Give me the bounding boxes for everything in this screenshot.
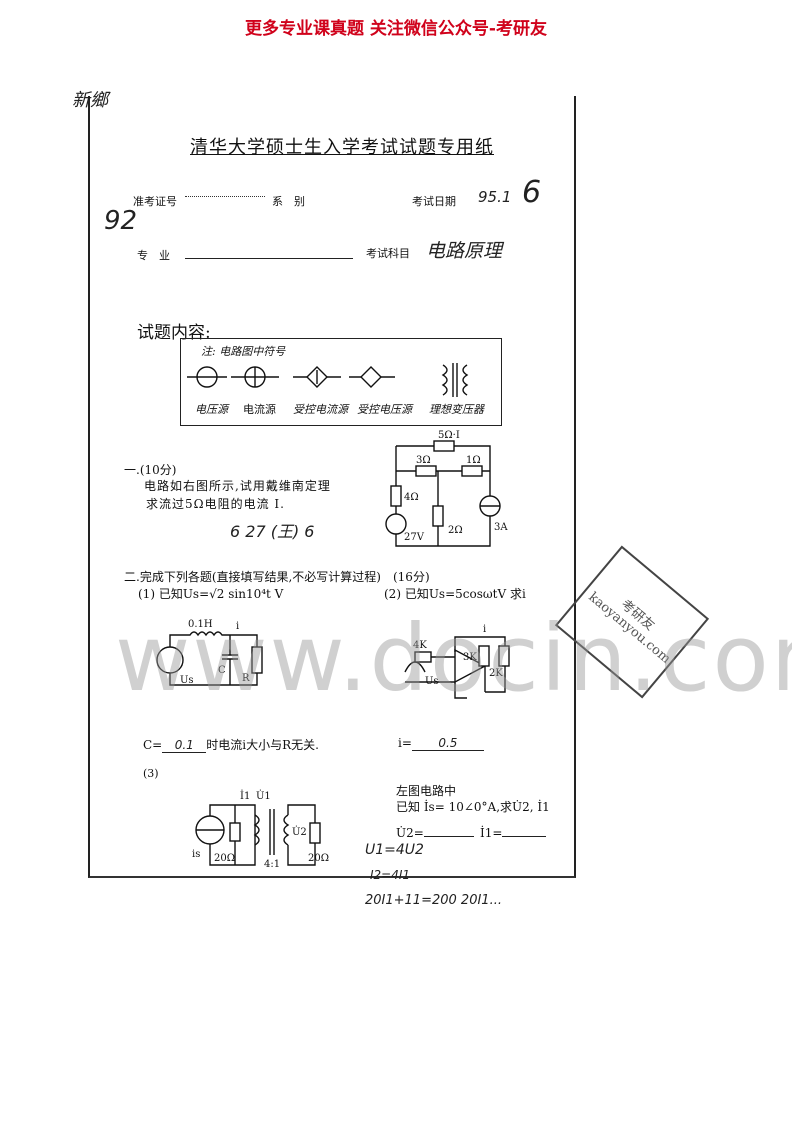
label-2ohm: 2Ω [448,525,463,536]
legend-item-controlled-voltage-source: 受控电压源 [357,403,412,416]
label-0.1h: 0.1H [188,619,213,630]
label-i1: İ1 [240,790,250,802]
answer1-prefix: C= [143,738,163,752]
label-5ohm: 5Ω·I [438,430,460,441]
q3-handwritten-1: U1=4U2 [365,842,424,858]
label-4ohm: 4Ω [404,492,419,503]
answer1-suffix: 时电流i大小与R无关. [206,738,319,752]
handwritten-note: 新鄉 [72,90,108,111]
label-u2: U̇2 [292,826,307,838]
q3-circuit-diagram: is 20Ω 20Ω 4:1 İ1 U̇1 U̇2 [192,790,329,870]
q2-circuit1-diagram: 0.1H i C R Us [156,619,263,686]
u2-prefix: U̇2= [396,826,424,840]
label-3ohm: 3Ω [416,455,431,466]
answer1-blank: 0.1 [162,738,207,753]
date-value: 95.1 [478,188,512,206]
q1-text-line1: 电路如右图所示,试用戴维南定理 [144,479,331,493]
label-3k: 3K [463,652,477,663]
label-ratio: 4:1 [264,859,280,870]
u2-blank [423,836,474,837]
q2-part2: (2) 已知Us=5cosωtV 求i [384,587,526,601]
legend-item-voltage-source: 电压源 [195,403,228,416]
exam-id-field [185,196,265,197]
label-i: i [236,621,239,632]
q3-answer-i1: İ1= [480,826,547,840]
q2-heading: 二.完成下列各题(直接填写结果,不必写计算过程) (16分) [124,570,430,584]
subject-label: 考试科目 [366,247,410,260]
major-field [185,258,353,259]
dept-label: 系 别 [272,195,305,208]
label-27v: 27V [404,532,425,543]
score-handwritten: 92 [104,206,138,236]
legend-item-current-source: 电流源 [243,403,276,416]
q3-handwritten-3: 20I1+11=200 20I1... [365,893,502,908]
subject-value: 电路原理 [426,240,503,262]
answer2-blank: 0.5 [411,736,484,751]
answer2-prefix: i= [398,736,412,750]
symbol-legend: 注: 电路图中符号 电压源 电流源 受控电流源 受控电压源 理想变压器 [180,338,502,426]
q3-heading: (3) [143,767,159,780]
label-is: is [192,849,200,860]
page-number-handwritten: 6 [522,175,542,210]
q1-handwritten-notes: 6 27 (王) 6 [230,522,315,541]
q1-circuit-diagram: 5Ω·I 3Ω 1Ω 4Ω 2Ω 27V 3A [385,430,508,547]
date-label: 考试日期 [412,195,456,208]
label-2k: 2K [489,668,503,679]
label-20ohm-1: 20Ω [214,853,235,864]
label-c: C [218,665,226,676]
sheet-title: 清华大学硕士生入学考试试题专用纸 [190,137,494,158]
i1-blank [502,836,547,837]
q3-answer-u2: U̇2= [396,826,474,840]
label-u1: U̇1 [256,790,271,802]
legend-item-controlled-current-source: 受控电流源 [293,403,348,416]
major-label: 专 业 [137,249,170,262]
label-4k: 4K [413,640,427,651]
i1-prefix: İ1= [480,826,503,840]
label-us: Us [180,675,194,686]
q2-answer2: i=0.5 [398,736,484,751]
promo-banner: 更多专业课真题 关注微信公众号-考研友 [245,19,547,39]
label-1ohm: 1Ω [466,455,481,466]
legend-title: 注: 电路图中符号 [201,345,286,358]
q3-text-line1: 左图电路中 [396,784,457,798]
legend-item-ideal-transformer: 理想变压器 [429,403,484,416]
exam-id-label: 准考证号 [133,195,177,208]
legend-symbols-icon [187,363,469,397]
label-r: R [242,673,250,684]
q1-heading: 一.(10分) [124,463,177,477]
label-us2: Us [425,676,439,687]
label-i2: i [483,624,486,635]
label-3a: 3A [494,522,508,533]
q3-text-line2: 已知 İs= 10∠0°A,求U̇2, İ1 [396,800,550,814]
q2-circuit2-diagram: 4K 3K 2K i Us [404,624,510,699]
q2-part1: (1) 已知Us=√2 sin10⁴t V [138,587,284,601]
watermark: www.docin.com [115,605,792,712]
q1-text-line2: 求流过5Ω电阻的电流 I. [146,497,285,511]
exam-sheet-border [88,96,576,878]
q3-handwritten-2: I2=4I1 [370,868,411,882]
label-20ohm-2: 20Ω [308,853,329,864]
